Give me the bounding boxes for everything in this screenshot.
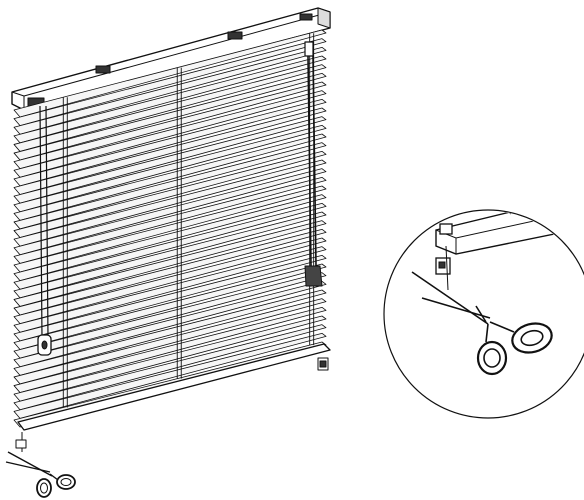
scissors-icon [5, 432, 76, 498]
slat [13, 289, 327, 376]
slat [13, 263, 327, 350]
slat [13, 168, 327, 256]
slat [13, 98, 327, 187]
slat [13, 202, 327, 290]
slat [13, 90, 327, 178]
slat [13, 246, 327, 333]
slat [13, 298, 327, 385]
slat [13, 150, 327, 238]
slat [13, 107, 327, 195]
slat [13, 72, 327, 161]
slat [13, 81, 327, 170]
slat [13, 315, 327, 402]
slat [13, 116, 327, 204]
slat [13, 272, 327, 359]
slat [13, 220, 327, 307]
slat [13, 324, 327, 411]
slat [13, 159, 327, 247]
slat [13, 228, 327, 316]
slat [13, 237, 327, 325]
bottom-rail [17, 343, 331, 431]
detail-circle [383, 209, 584, 419]
slat [13, 280, 327, 368]
headrail [11, 7, 331, 111]
slat [13, 185, 327, 273]
tilt-wand [304, 41, 323, 287]
slat [13, 46, 327, 135]
slat [13, 254, 327, 342]
slat [13, 332, 327, 419]
slat [13, 211, 327, 299]
slat [13, 64, 327, 152]
slat [13, 176, 327, 264]
slat [13, 194, 327, 282]
slat [13, 142, 327, 230]
detail-magnifier [383, 209, 584, 419]
slat [13, 29, 327, 118]
venetian-blind [5, 7, 331, 498]
slat [13, 133, 327, 221]
slat-stack [13, 29, 327, 428]
slat [13, 55, 327, 144]
slat [13, 38, 327, 127]
slat [13, 306, 327, 393]
slat [13, 124, 327, 213]
lift-cord [37, 105, 52, 356]
